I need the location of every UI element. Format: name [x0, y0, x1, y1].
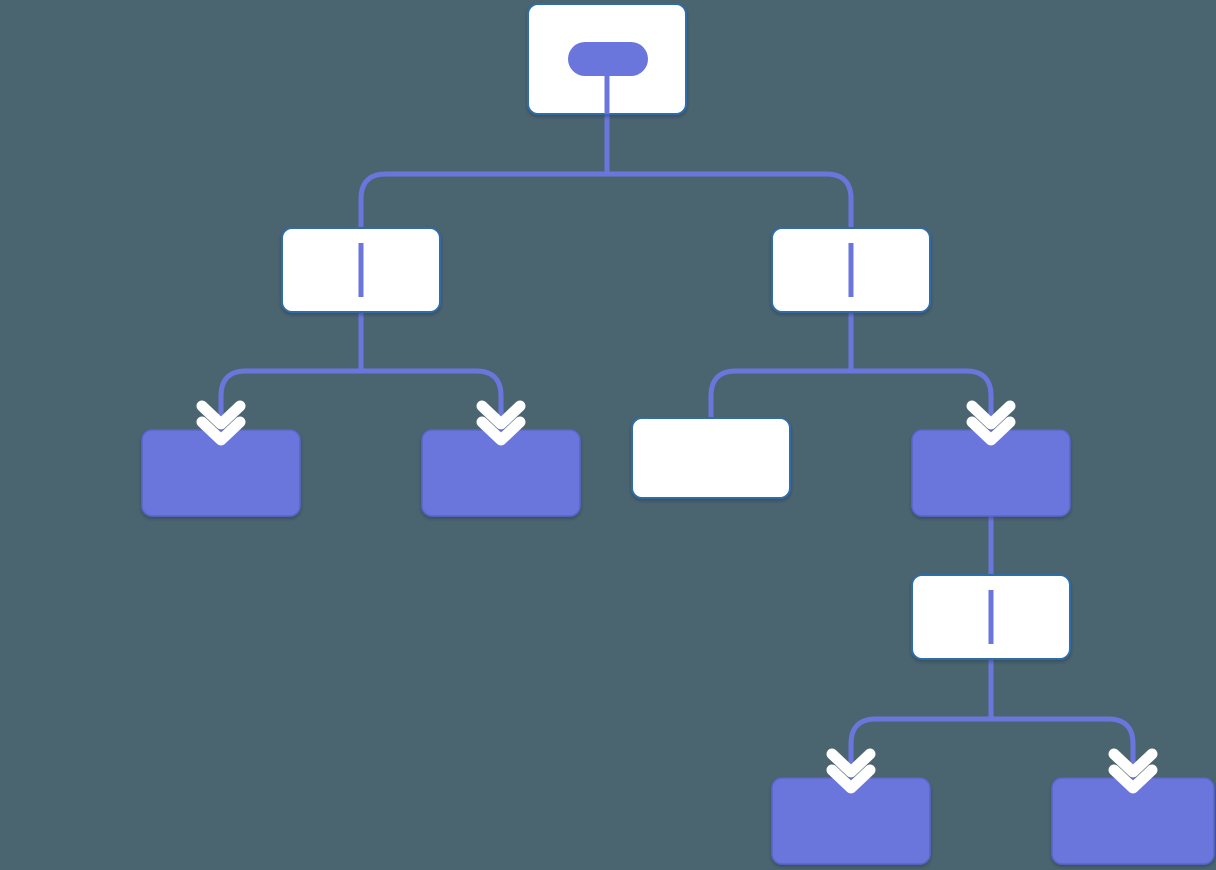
- node-body[interactable]: [771, 777, 931, 865]
- tree-node-white[interactable]: [527, 3, 687, 115]
- node-body[interactable]: [631, 417, 791, 499]
- connector-edge: [988, 659, 1136, 778]
- connector-edge: [358, 312, 504, 430]
- nodes-layer: [141, 3, 1215, 865]
- connector-edge: [848, 312, 994, 430]
- node-passthrough-lines-layer: [358, 243, 994, 644]
- arrow-markers-layer: [196, 400, 1158, 794]
- chevron-down-icon: [826, 748, 876, 794]
- tree-node-purple[interactable]: [771, 777, 931, 865]
- node-pill-badge: [568, 42, 648, 76]
- tree-node-purple[interactable]: [421, 429, 581, 517]
- connector-edge: [218, 312, 364, 430]
- chevron-down-icon: [966, 400, 1016, 446]
- node-body[interactable]: [421, 429, 581, 517]
- node-body[interactable]: [911, 429, 1071, 517]
- tree-node-white[interactable]: [631, 417, 791, 499]
- connector-edge: [708, 312, 854, 418]
- tree-node-purple[interactable]: [1051, 777, 1215, 865]
- chevron-down-icon: [476, 400, 526, 446]
- connectors-layer: [218, 114, 1136, 778]
- tree-node-purple[interactable]: [911, 429, 1071, 517]
- tree-node-purple[interactable]: [141, 429, 301, 517]
- chevron-down-icon: [196, 400, 246, 446]
- connector-edge: [848, 659, 994, 778]
- connector-edge: [358, 114, 610, 228]
- chevron-down-icon: [1108, 748, 1158, 794]
- node-body[interactable]: [1051, 777, 1215, 865]
- connector-edge: [604, 114, 854, 228]
- node-body[interactable]: [141, 429, 301, 517]
